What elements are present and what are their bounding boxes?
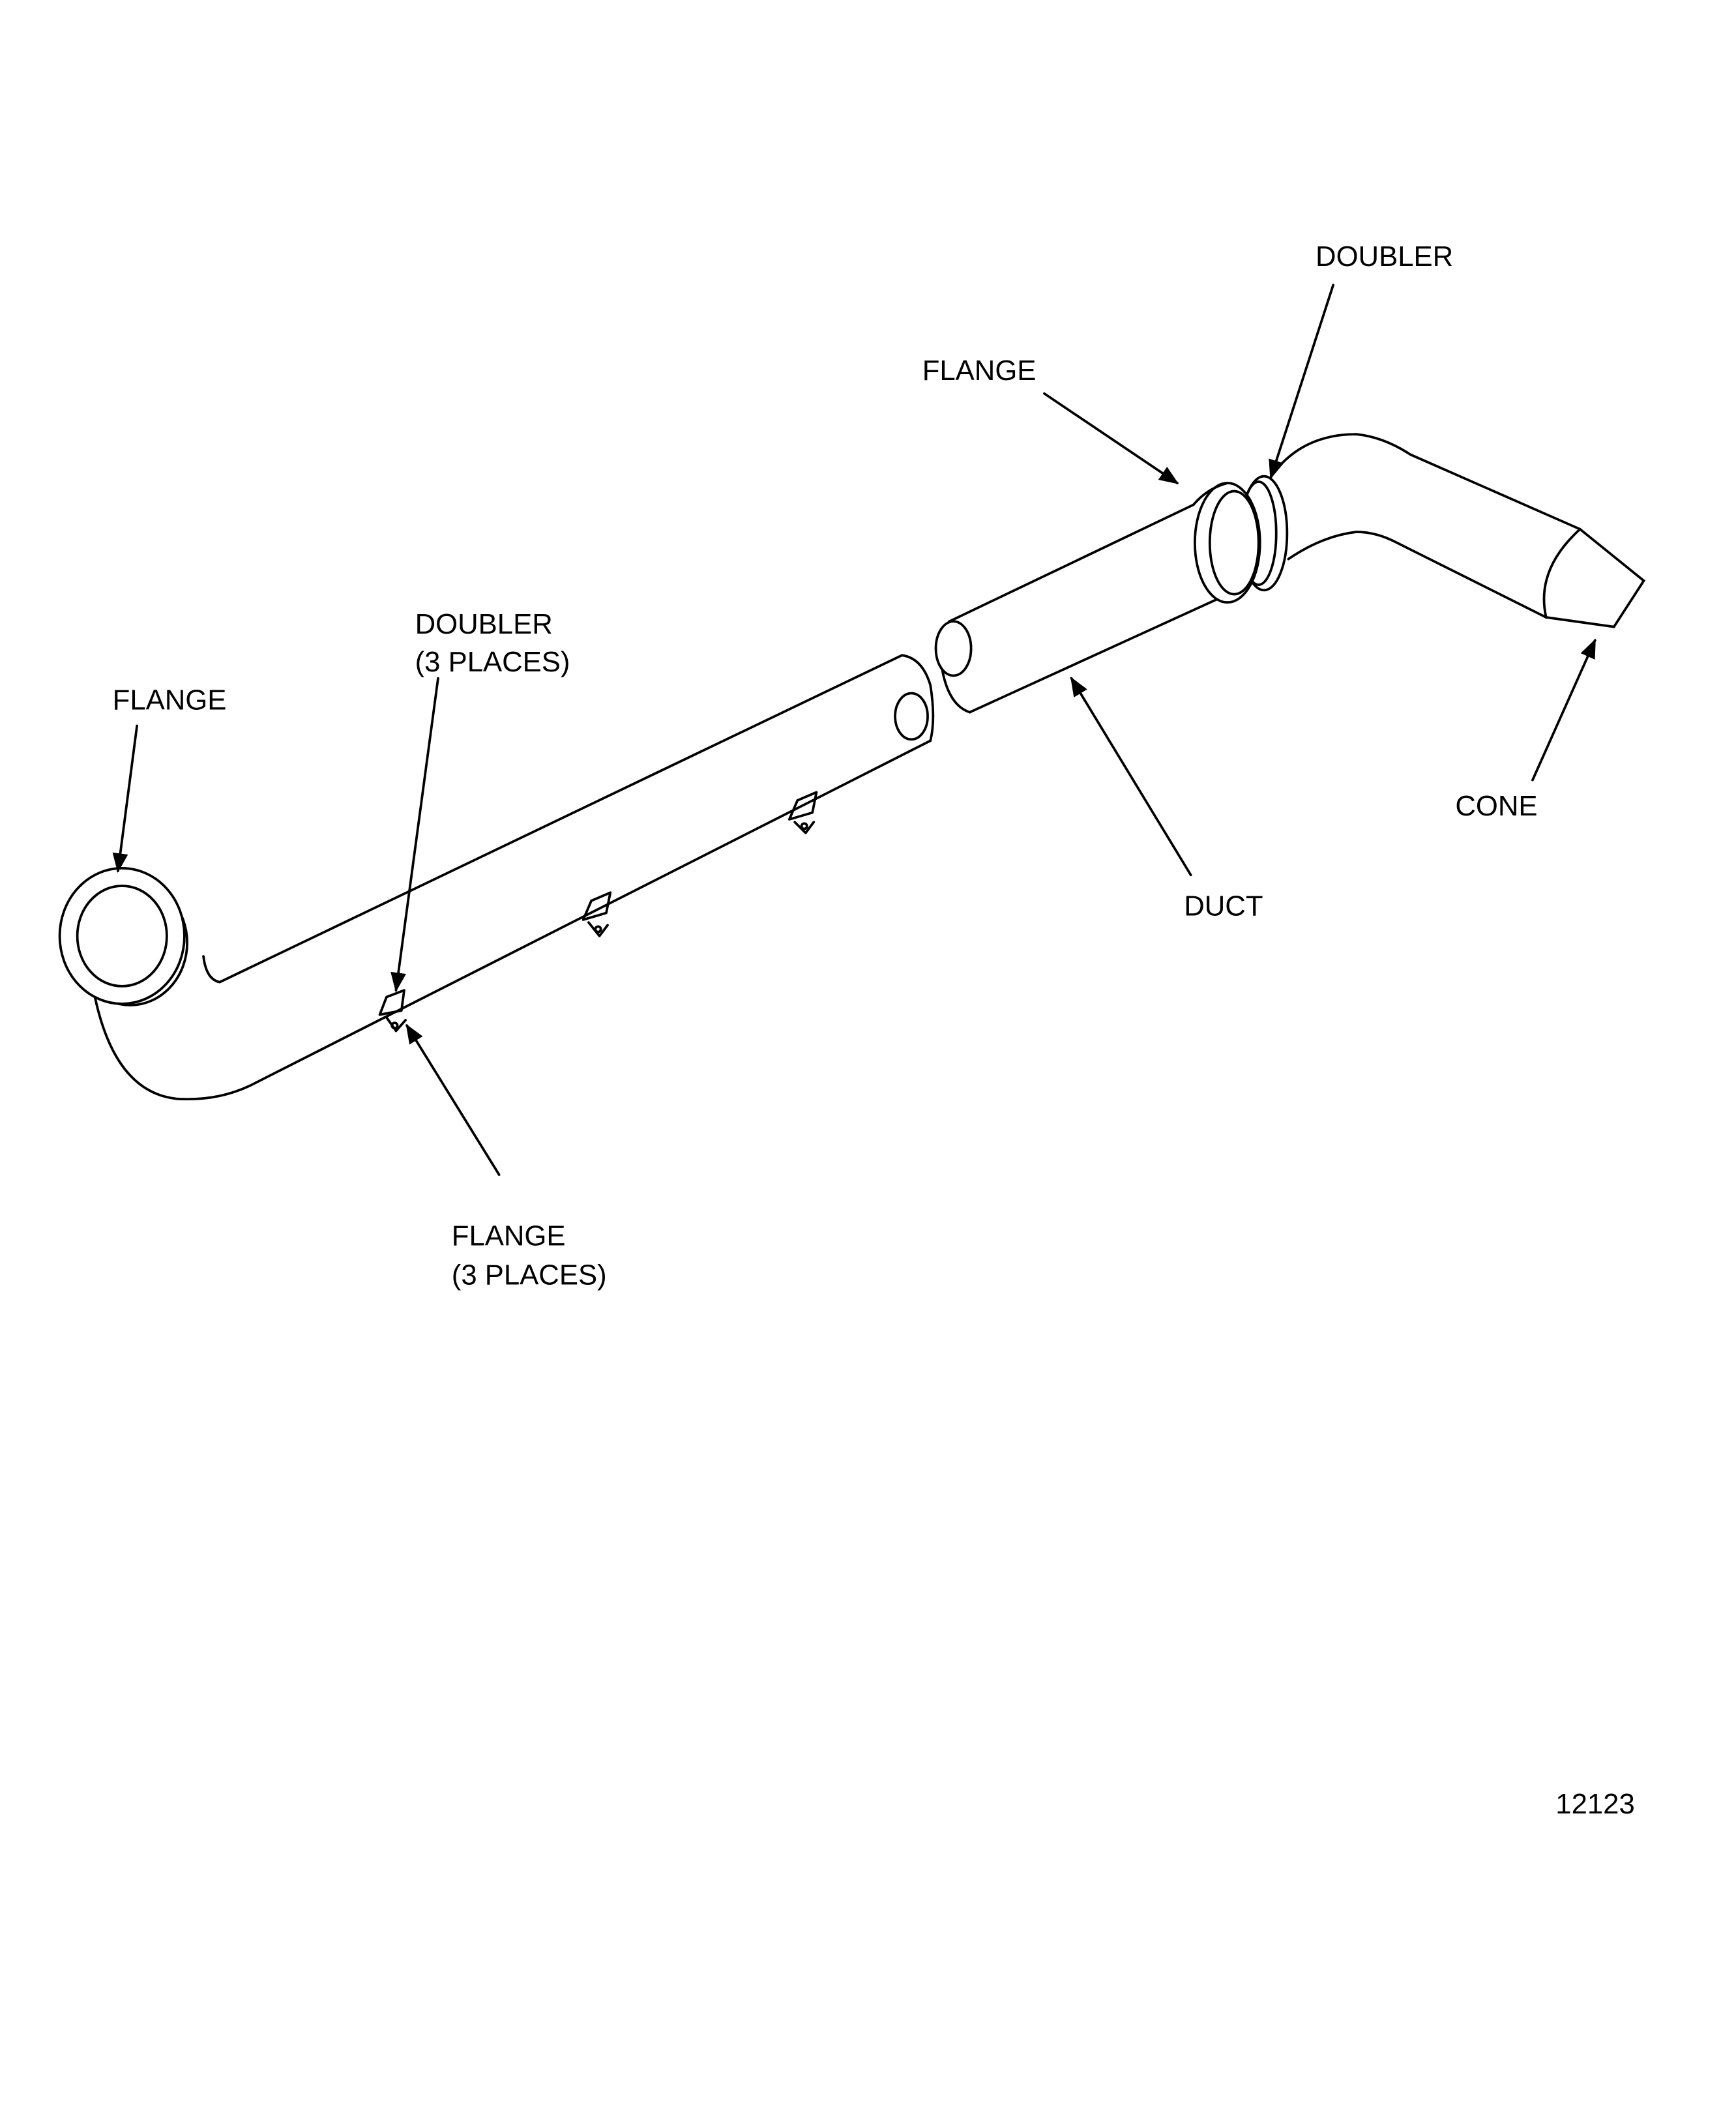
leader-arrows bbox=[112, 284, 1596, 1176]
label-flange-right: FLANGE bbox=[922, 355, 1037, 387]
arrow-doubler-places bbox=[390, 677, 439, 993]
arrow-cone bbox=[1531, 638, 1596, 782]
arrow-flange-left bbox=[112, 724, 138, 873]
label-flange-left: FLANGE bbox=[113, 684, 227, 716]
arrow-doubler-top bbox=[1269, 284, 1334, 480]
flange-left-end bbox=[58, 867, 188, 1006]
label-duct: DUCT bbox=[1184, 890, 1263, 922]
label-doubler-places: DOUBLER bbox=[415, 608, 553, 640]
arrow-flange-places bbox=[405, 1023, 501, 1176]
figure-number: 12123 bbox=[1555, 1788, 1634, 1820]
label-cone: CONE bbox=[1455, 790, 1537, 822]
label-doubler-places-count: (3 PLACES) bbox=[415, 646, 570, 678]
label-flange-places-count: (3 PLACES) bbox=[452, 1259, 607, 1291]
left-duct-section bbox=[58, 654, 935, 1101]
arrow-flange-right bbox=[1043, 392, 1179, 484]
right-duct-section bbox=[934, 433, 1646, 714]
cone bbox=[1542, 527, 1646, 628]
label-doubler-top: DOUBLER bbox=[1316, 241, 1453, 272]
doubler-clip bbox=[581, 891, 612, 937]
doubler-clip bbox=[378, 989, 407, 1033]
doubler-clip bbox=[787, 791, 818, 834]
flange-ring bbox=[1192, 482, 1261, 604]
broken-end-opening bbox=[894, 692, 929, 741]
arrow-duct bbox=[1070, 677, 1192, 877]
duct-end-opening bbox=[934, 620, 973, 677]
label-flange-places: FLANGE bbox=[452, 1220, 566, 1252]
